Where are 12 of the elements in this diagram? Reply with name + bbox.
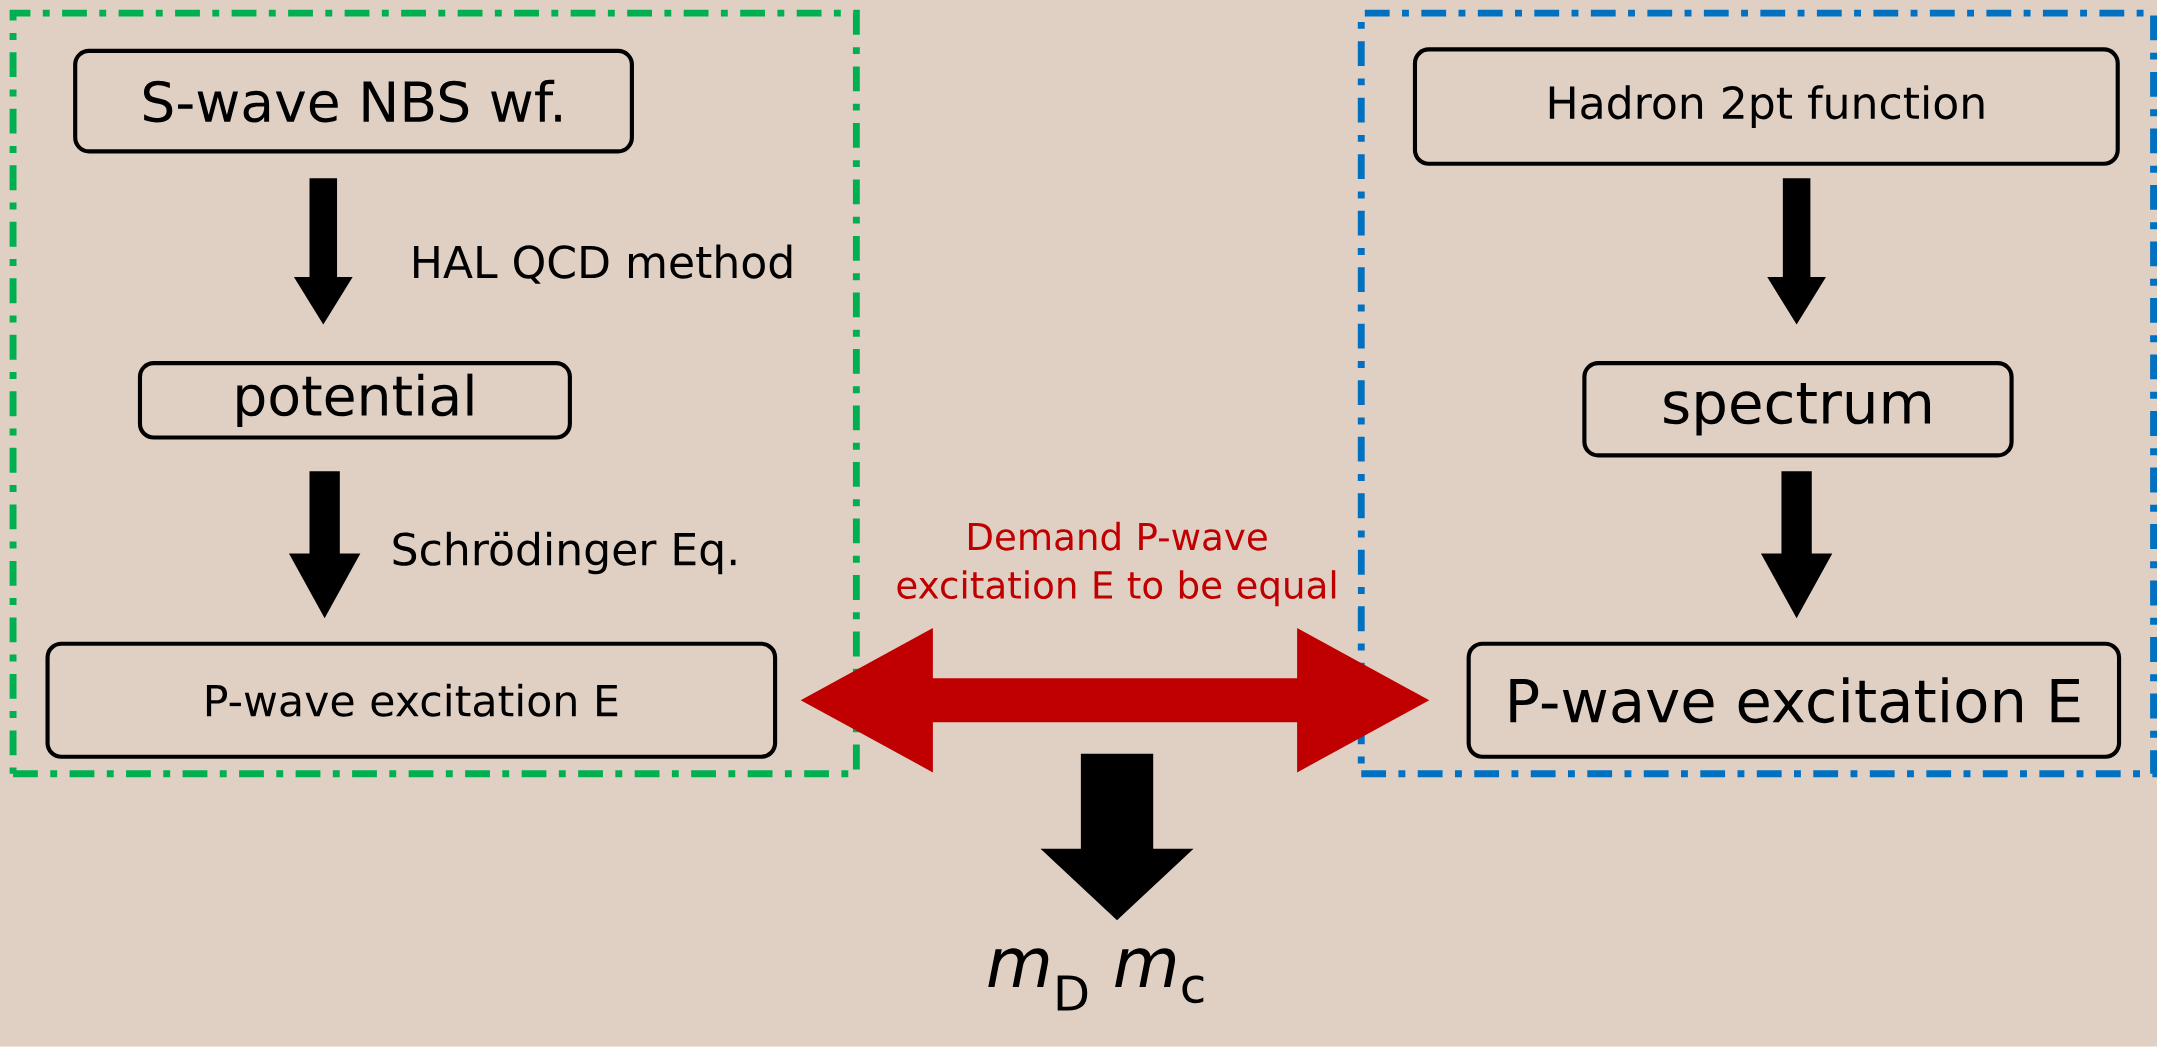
process-box: P-wave excitation E xyxy=(45,641,778,759)
process-box: spectrum xyxy=(1582,361,2014,458)
process-box: S-wave NBS wf. xyxy=(73,48,634,154)
edge-label: HAL QCD method xyxy=(407,241,799,287)
process-box: P-wave excitation E xyxy=(1466,641,2122,759)
formula-text: m$_{D}$ m$_{c}$ xyxy=(988,948,1204,1011)
edge-label: Demand P-wave excitation E to be equal xyxy=(876,519,1358,609)
process-box: Hadron 2pt function xyxy=(1412,47,2120,166)
process-box: potential xyxy=(137,361,572,440)
dash-dot-frame xyxy=(9,9,860,778)
edge-label: Schrödinger Eq. xyxy=(387,529,743,578)
dash-dot-frame xyxy=(1357,9,2157,778)
